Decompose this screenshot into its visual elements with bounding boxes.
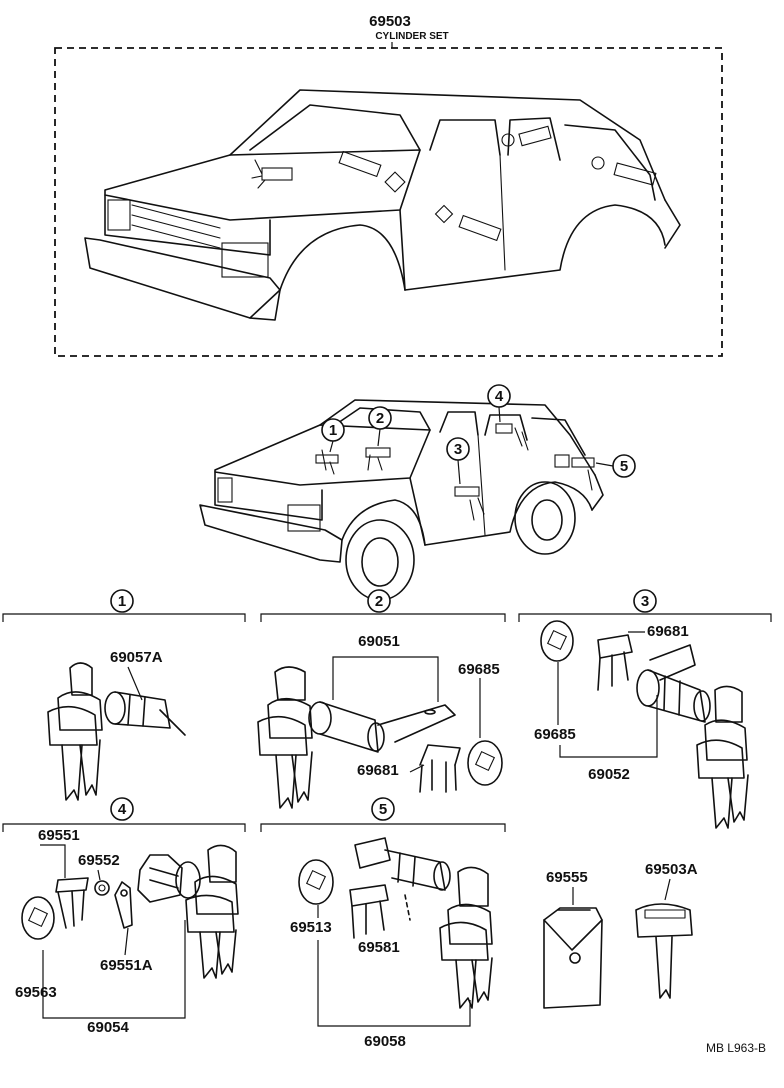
section-5-number: 5 — [379, 801, 387, 818]
callout-5: 5 — [595, 454, 636, 478]
part-69581: 69581 — [358, 939, 400, 956]
part-69555: 69555 — [546, 869, 588, 886]
svg-text:5: 5 — [620, 458, 628, 475]
part-69681-s2: 69681 — [357, 762, 399, 779]
section-5: 5 69513 69581 69058 — [260, 797, 506, 1050]
section-3-number: 3 — [641, 593, 649, 610]
svg-text:4: 4 — [495, 388, 504, 405]
section-1: 1 69057A — [2, 589, 246, 801]
cylinder-set-part-number: 69503 — [369, 13, 411, 30]
callout-2: 2 — [368, 406, 392, 447]
section-2: 2 69051 69685 69681 — [257, 589, 506, 809]
diagram-code: MB L963-B — [706, 1041, 766, 1055]
part-69563: 69563 — [15, 984, 57, 1001]
part-69054: 69054 — [87, 1019, 129, 1036]
callout-4: 4 — [487, 384, 511, 423]
part-69685-s3: 69685 — [534, 726, 576, 743]
part-69681-s3: 69681 — [647, 623, 689, 640]
callout-3: 3 — [446, 437, 470, 485]
vehicle-small-illustration: 1 2 3 4 5 — [199, 384, 636, 601]
section-4: 4 69551 69552 69551A 69563 69054 — [2, 797, 246, 1036]
part-69057A: 69057A — [110, 649, 163, 666]
svg-text:2: 2 — [376, 410, 384, 427]
part-69551A: 69551A — [100, 957, 153, 974]
section-4-badge — [110, 797, 134, 821]
section-3-badge — [633, 589, 657, 613]
key-blank-group: 69503A — [635, 861, 698, 999]
cylinder-set-label: CYLINDER SET — [375, 31, 448, 42]
part-69552: 69552 — [78, 852, 120, 869]
section-2-badge — [367, 589, 391, 613]
section-2-number: 2 — [375, 593, 383, 610]
part-69685-s2: 69685 — [458, 661, 500, 678]
section-5-badge — [371, 797, 395, 821]
part-69513: 69513 — [290, 919, 332, 936]
section-1-number: 1 — [118, 593, 126, 610]
part-69051: 69051 — [358, 633, 400, 650]
section-3: 3 69681 69685 69052 — [518, 589, 772, 829]
callout-1: 1 — [321, 418, 345, 453]
key-case-group: 69555 — [543, 869, 603, 1009]
part-69551: 69551 — [38, 827, 80, 844]
section-4-number: 4 — [118, 801, 127, 818]
part-69052: 69052 — [588, 766, 630, 783]
cylinder-set-group: 69503 CYLINDER SET — [54, 13, 723, 357]
cylinder-set-boundary — [54, 47, 723, 357]
svg-text:3: 3 — [454, 441, 462, 458]
part-69058: 69058 — [364, 1033, 406, 1050]
svg-text:1: 1 — [329, 422, 337, 439]
vehicle-large-illustration — [84, 89, 681, 321]
section-1-badge — [110, 589, 134, 613]
part-69503A: 69503A — [645, 861, 698, 878]
